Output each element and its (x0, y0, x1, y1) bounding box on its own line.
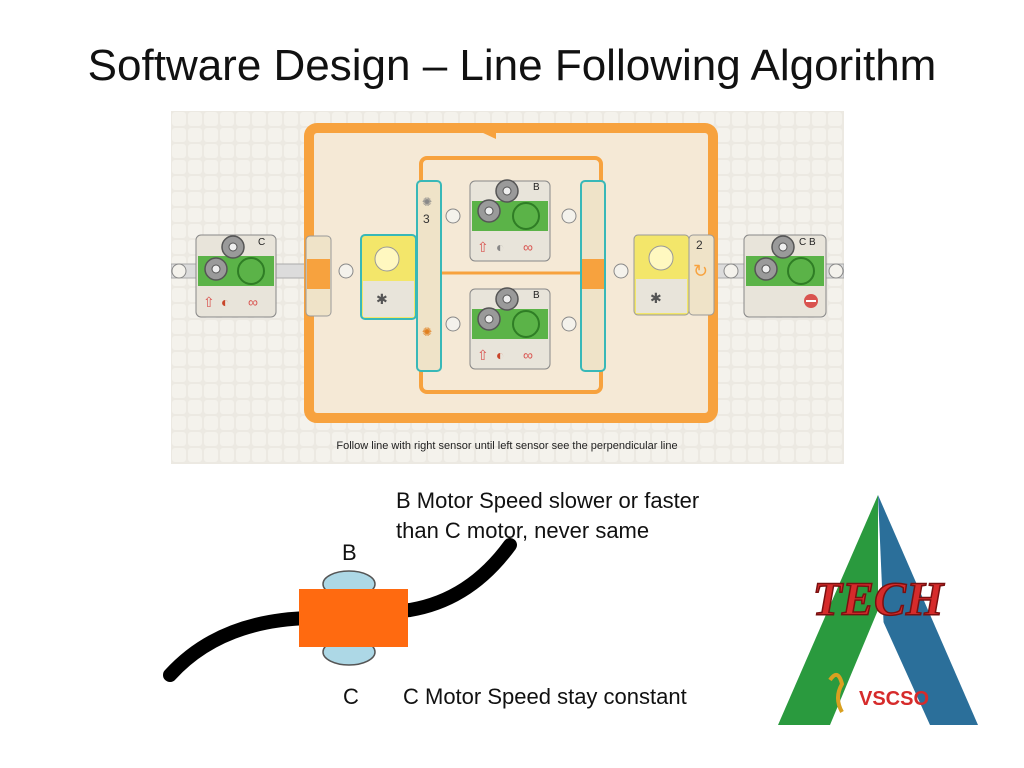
motor-block-b-lower: B ⇧ ◐ ∞ (469, 287, 551, 370)
motor-block-stop-cb: C B (743, 234, 827, 318)
motor-c-port-label: C (258, 237, 265, 248)
sensor-settings-icon: ✱ (376, 291, 388, 307)
loop-repeat-icon: ↻ (693, 261, 708, 281)
loop-sensor-port: 2 (696, 238, 703, 252)
motor-b-lower-port: B (533, 290, 540, 301)
motor-block-c: C ⇧ ◐ ∞ (195, 234, 277, 318)
logo-map-icon (828, 672, 845, 713)
robot-body (299, 589, 408, 647)
sun-icon: ✺ (422, 195, 432, 209)
svg-text:⇧: ⇧ (477, 239, 489, 255)
svg-text:∞: ∞ (523, 239, 533, 255)
light-sensor-switch-block: ✱ (360, 234, 417, 320)
b-motor-note-line1: B Motor Speed slower or faster (396, 488, 700, 513)
c-motor-note: C Motor Speed stay constant (403, 684, 687, 709)
c-wheel-label: C (343, 684, 359, 709)
switch-sensor-port: 3 (423, 212, 430, 226)
motor-b-upper-port: B (533, 182, 540, 193)
svg-text:◐: ◐ (496, 239, 504, 255)
tech-vscso-logo: TECH VSCSO (778, 495, 978, 725)
slide-title: Software Design – Line Following Algorit… (87, 41, 937, 90)
svg-text:◐: ◐ (496, 347, 504, 363)
loop-arrow-icon (481, 125, 496, 139)
loop-light-sensor-block: ✱ 2 ↻ (633, 234, 715, 316)
logo-text: TECH (813, 573, 945, 626)
switch-left-pillar (416, 180, 442, 372)
robot-line-diagram (163, 538, 517, 682)
b-motor-note-line2: than C motor, never same (396, 518, 650, 543)
svg-text:⇧: ⇧ (477, 347, 489, 363)
duration-unlimited-icon: ∞ (248, 294, 258, 310)
program-comment: Follow line with right sensor until left… (336, 440, 677, 452)
svg-text:✱: ✱ (650, 290, 662, 306)
svg-text:∞: ∞ (523, 347, 533, 363)
logo-subtext: VSCSO (859, 688, 929, 710)
b-wheel-label: B (342, 540, 357, 565)
nxt-program-screenshot: C ⇧ ◐ ∞ ✱ 3 ✺ ✺ B ⇧ ◐ ∞ B ⇧ ◐ ∞ (171, 111, 844, 464)
stop-block-ports: C B (799, 237, 816, 248)
sun-dim-icon: ✺ (422, 325, 432, 339)
power-icon: ◐ (221, 294, 229, 310)
direction-icon: ⇧ (203, 294, 215, 310)
motor-block-b-upper: B ⇧ ◐ ∞ (469, 179, 551, 262)
